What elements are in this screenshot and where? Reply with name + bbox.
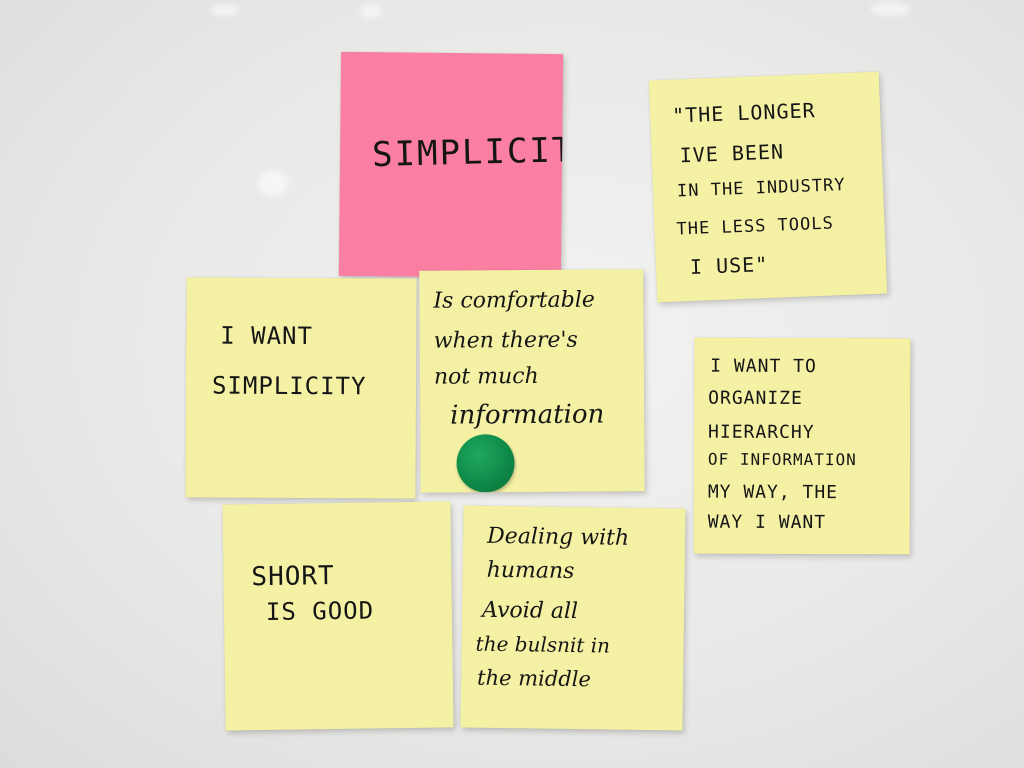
sticky-note-humans: Dealing with humans Avoid all the bulsni…: [460, 505, 686, 731]
note-text: WAY I WANT: [707, 511, 827, 534]
sticky-note-want-simplicity: I WANT SIMPLICITY: [185, 277, 417, 499]
sticky-note-comfortable: Is comfortable when there's not much inf…: [419, 269, 645, 493]
note-text: I WANT TO: [710, 355, 817, 378]
sticky-note-short-good: SHORT IS GOOD: [222, 501, 454, 731]
note-text: OF INFORMATION: [707, 449, 857, 470]
sticky-note-quote: "THE LONGER IVE BEEN IN THE INDUSTRY THE…: [648, 71, 888, 303]
note-text: MY WAY, THE: [707, 481, 839, 504]
note-text: Dealing with: [486, 523, 630, 551]
note-text: SIMPLICITY: [211, 371, 367, 401]
wall-smudge: [870, 2, 910, 16]
note-text: not much: [433, 363, 539, 390]
note-text: HIERARCHY: [708, 421, 815, 444]
note-text: ORGANIZE: [708, 387, 803, 410]
note-text: the bulsnit in: [475, 631, 611, 658]
pink-sticky-note: SIMPLICITY: [338, 51, 564, 279]
note-text: IVE BEEN: [679, 139, 785, 168]
note-text: "THE LONGER: [671, 98, 816, 128]
note-text: information: [450, 399, 605, 431]
note-text: IN THE INDUSTRY: [676, 175, 846, 202]
green-dot-sticker: [456, 434, 515, 493]
wall-smudge: [210, 4, 240, 16]
wall-smudge: [360, 4, 382, 18]
note-text: SIMPLICITY: [371, 129, 564, 176]
note-text: when there's: [433, 327, 578, 354]
note-text: humans: [486, 557, 575, 585]
note-text: I USE": [689, 252, 769, 280]
note-text: SHORT: [251, 561, 335, 593]
note-text: the middle: [476, 665, 592, 692]
note-text: Is comfortable: [433, 287, 595, 314]
note-text: IS GOOD: [265, 596, 375, 627]
note-text: THE LESS TOOLS: [676, 213, 835, 240]
wall-smudge: [258, 170, 288, 196]
note-text: I WANT: [220, 321, 314, 351]
note-text: Avoid all: [481, 597, 579, 625]
sticky-note-organize: I WANT TO ORGANIZE HIERARCHY OF INFORMAT…: [693, 337, 911, 555]
